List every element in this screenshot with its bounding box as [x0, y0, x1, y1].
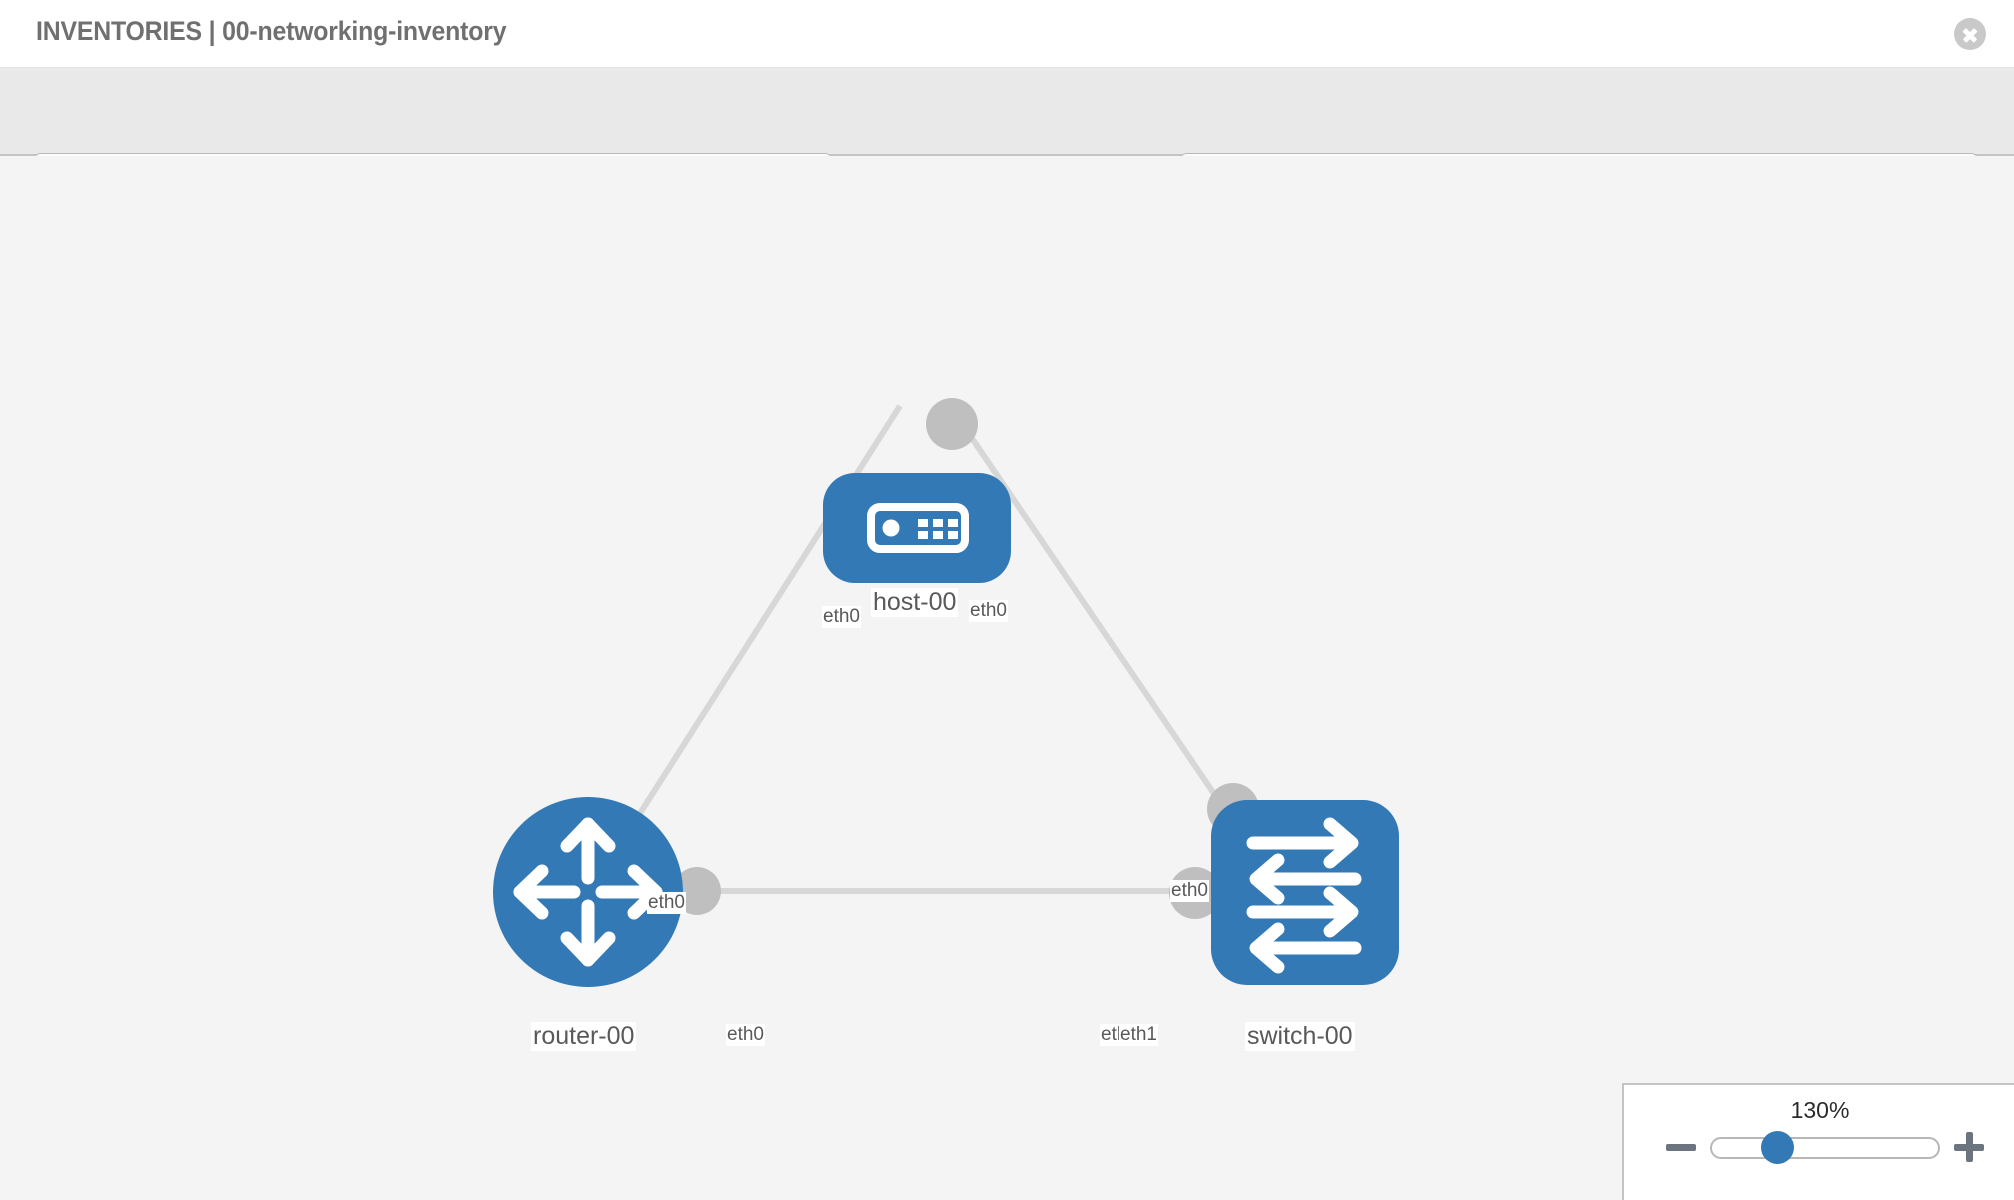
page-title: INVENTORIES | 00-networking-inventory: [36, 16, 507, 46]
server-icon: [867, 503, 969, 553]
node-host-00[interactable]: [823, 473, 1011, 583]
node-label-switch: switch-00: [1245, 1022, 1355, 1051]
topology-graph: [493, 398, 1399, 987]
iface-label-host-right: eth0: [969, 600, 1008, 622]
zoom-out-button[interactable]: [1666, 1132, 1696, 1162]
topology-canvas[interactable]: host-00 router-00 switch-00 eth0 eth0 et…: [0, 156, 2014, 1200]
zoom-control-panel: 130%: [1622, 1083, 2014, 1200]
port-host-right[interactable]: [926, 398, 978, 450]
toolbar: ACTIONS SEARCH: [0, 68, 2014, 205]
switch-arrows-icon: [1246, 817, 1362, 974]
iface-label-switch-up: eth0: [1170, 880, 1209, 902]
node-label-router: router-00: [531, 1022, 637, 1051]
zoom-slider-thumb[interactable]: [1761, 1131, 1794, 1164]
iface-label-host-left: eth0: [822, 606, 861, 628]
close-icon[interactable]: [1954, 18, 1986, 50]
node-label-host: host-00: [871, 588, 959, 617]
page-header: INVENTORIES | 00-networking-inventory: [0, 0, 2014, 68]
iface-label-router-right: eth0: [726, 1024, 765, 1046]
zoom-level-label: 130%: [1790, 1097, 1850, 1123]
zoom-slider-track[interactable]: [1710, 1137, 1940, 1159]
zoom-in-button[interactable]: [1954, 1132, 1984, 1162]
iface-label-switch-left-b: eth1: [1119, 1024, 1158, 1046]
iface-label-router-up: eth0: [647, 892, 686, 914]
node-switch-00[interactable]: [1211, 800, 1399, 985]
